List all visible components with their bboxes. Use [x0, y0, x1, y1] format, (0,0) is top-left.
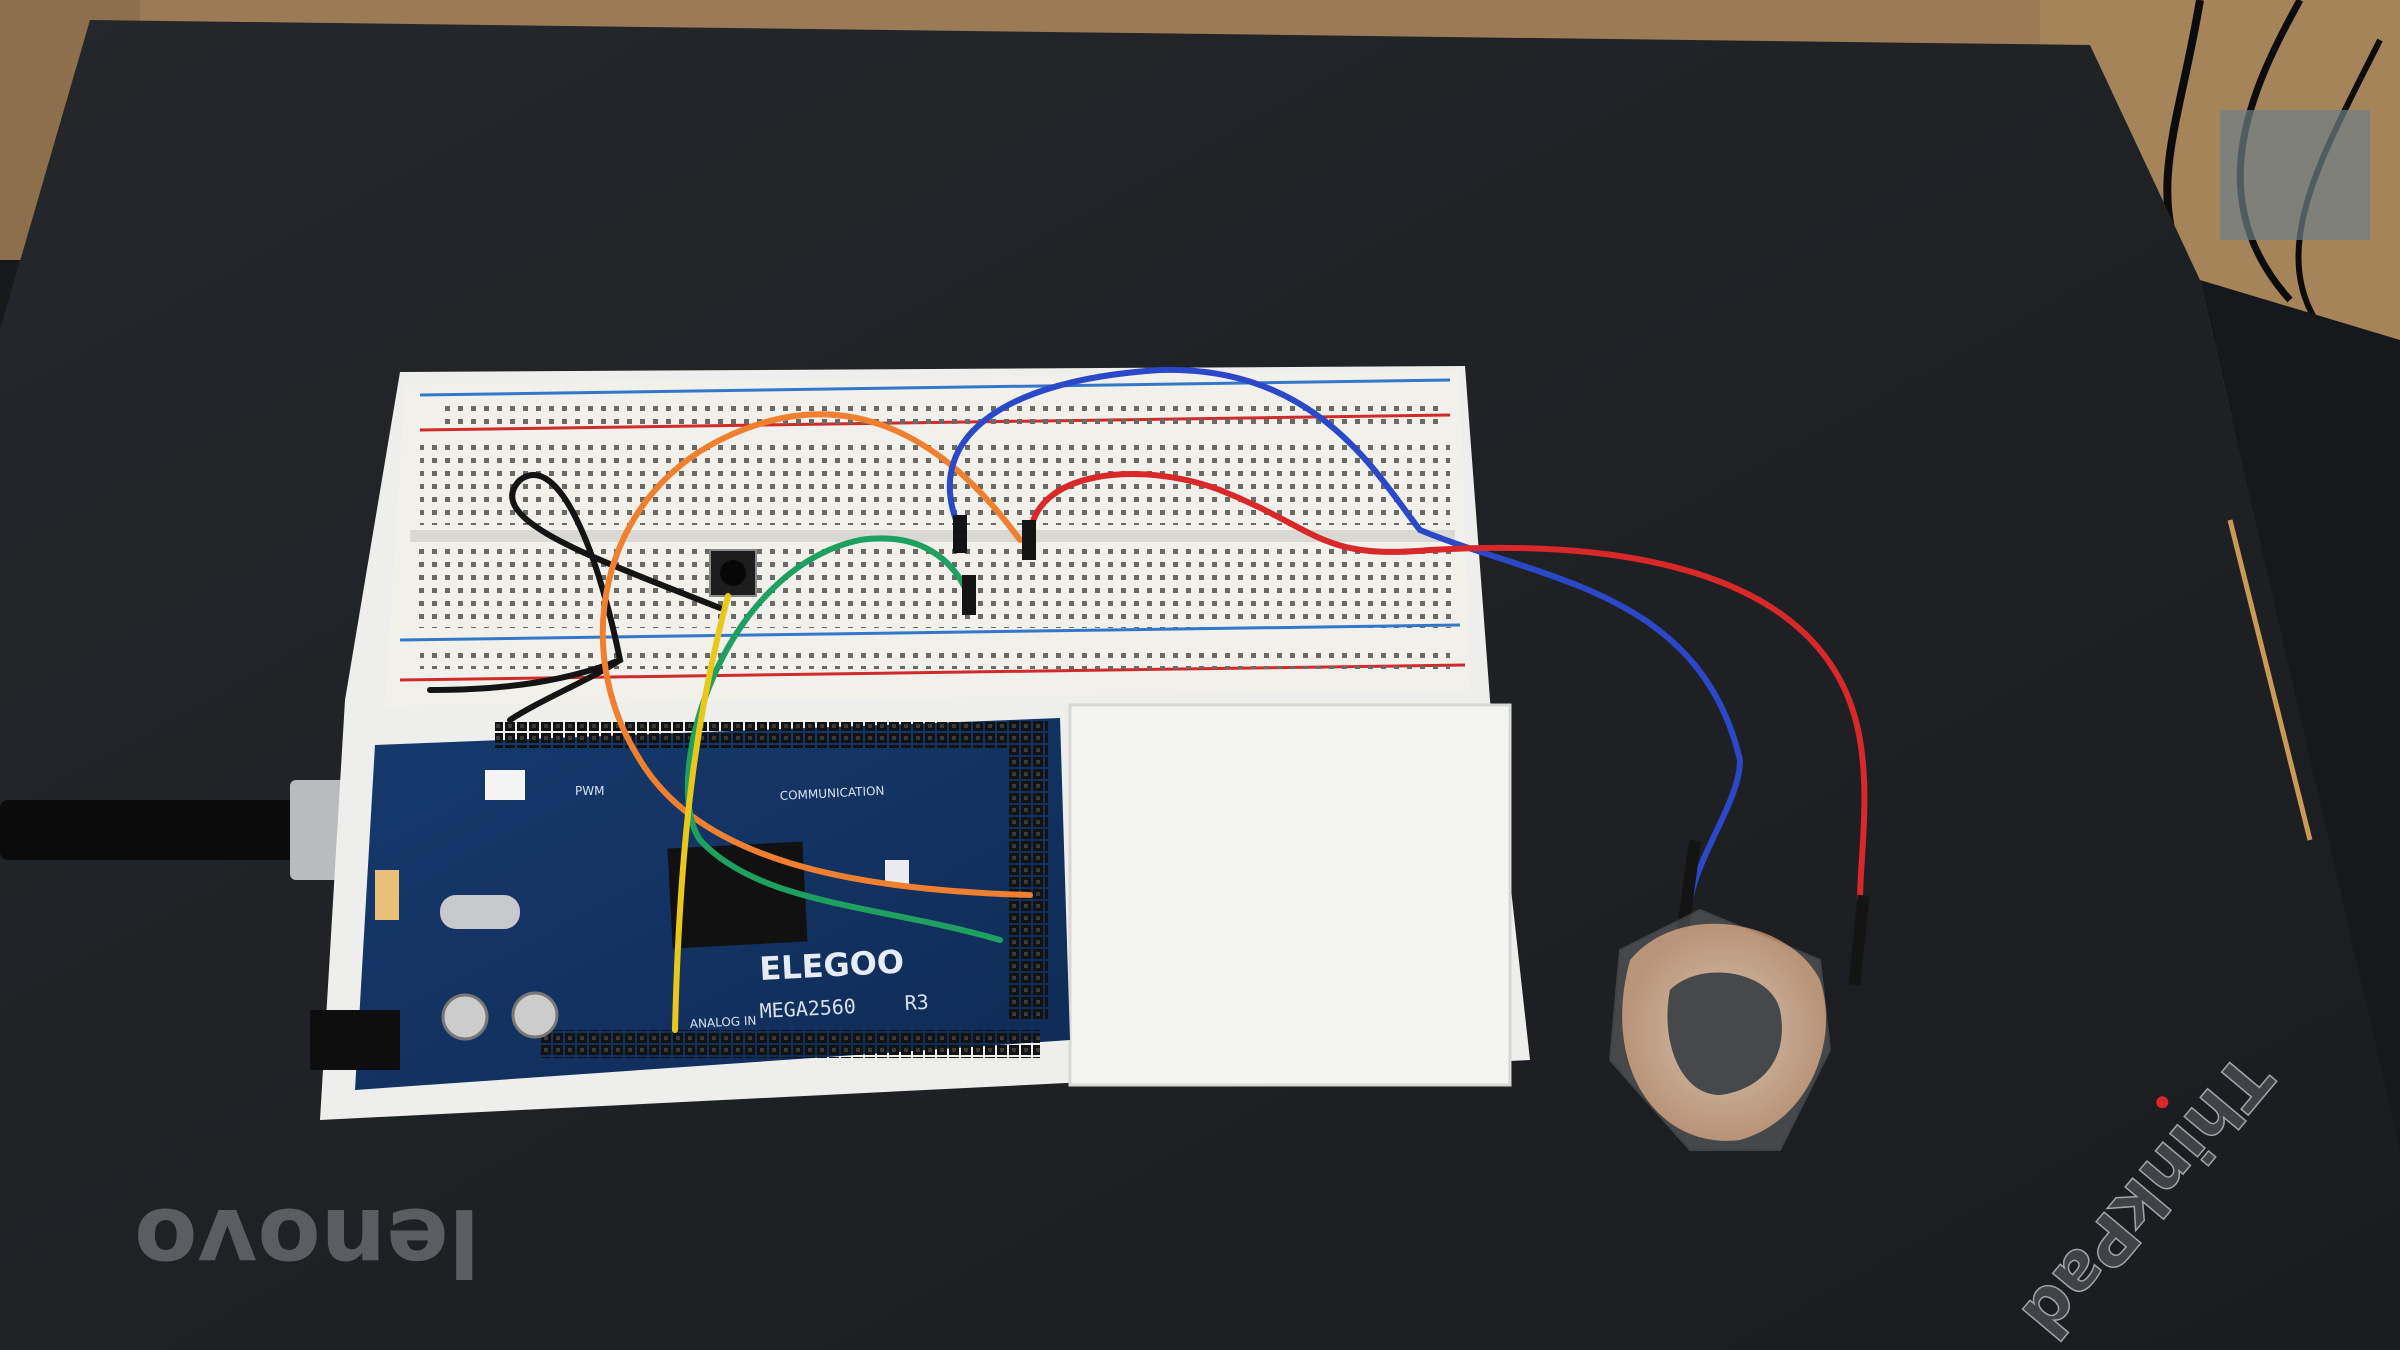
gray-device-right [2220, 110, 2370, 240]
arduino-mega-board: ELEGOO MEGA2560 R3 COMMUNICATION ANALOG … [310, 718, 1070, 1090]
red-wire [1027, 471, 1868, 903]
pwm-label: PWM [575, 784, 604, 798]
blue-wire [946, 366, 1744, 903]
wood-line-right [2227, 519, 2313, 841]
bottom-blue-rail-line [399, 623, 1461, 642]
coil-inner-hole [1667, 972, 1782, 1095]
black-wire-ground [507, 657, 623, 723]
yellow-wire [672, 593, 731, 1033]
green-wire [684, 535, 1003, 943]
center-channel [410, 530, 1455, 542]
arduino-top-header [495, 722, 1035, 748]
green-wire-pin [962, 575, 976, 615]
atmega-chip [667, 841, 808, 949]
lower-terminal-holes [415, 548, 1455, 628]
led-labels [485, 770, 525, 800]
dc-power-jack [310, 1010, 400, 1070]
upper-terminal-holes [420, 445, 1450, 525]
orange-wire [599, 411, 1033, 898]
usb-cable [0, 800, 300, 860]
smd-components [375, 870, 399, 920]
bottom-rail-holes [420, 645, 1450, 669]
blue-wire-pin [953, 515, 967, 553]
red-wire-pin [1022, 520, 1036, 560]
capacitor-2 [511, 991, 559, 1039]
copper-coil [1608, 908, 1832, 1151]
breadboard [385, 370, 1470, 706]
arduino-right-header [1008, 720, 1048, 1020]
analog-in-label: ANALOG IN [689, 1014, 756, 1031]
laptop-edge-right [2200, 280, 2400, 1150]
push-button-cap [720, 560, 746, 586]
coil-plastic-wrap [1608, 908, 1832, 1151]
blank-plate [1068, 703, 1512, 1087]
blue-wire-end [1676, 839, 1702, 931]
reset-led-area [885, 860, 909, 884]
lenovo-logo: lenovo [134, 1188, 480, 1295]
jumper-wires [427, 366, 1870, 1033]
elegoo-label: ELEGOO [758, 942, 905, 988]
thinkpad-red-dot [2156, 1096, 2169, 1109]
mega-model-label: MEGA2560 [759, 994, 856, 1023]
board-revision-label: R3 [904, 990, 929, 1015]
top-rail-holes [440, 400, 1440, 426]
arduino-bottom-header [540, 1030, 1040, 1058]
communication-label: COMMUNICATION [779, 784, 884, 803]
black-wire [427, 472, 723, 693]
top-blue-rail-line [419, 378, 1451, 397]
red-wire-end [1848, 894, 1870, 986]
capacitor-1 [441, 993, 489, 1041]
crystal-oscillator [440, 895, 520, 929]
